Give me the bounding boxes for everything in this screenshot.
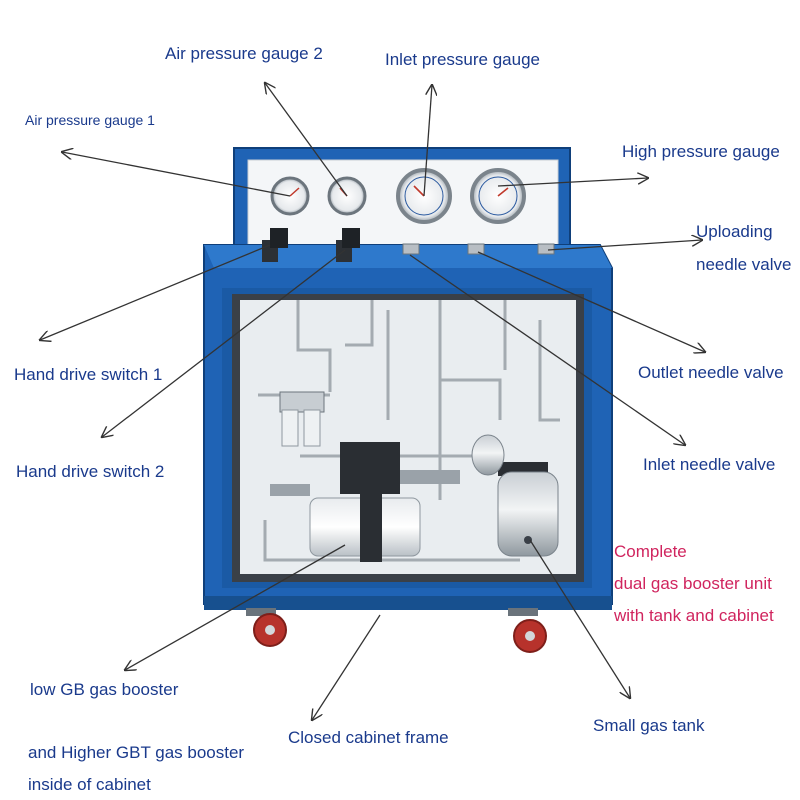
gas-booster-icons [270, 442, 460, 562]
label-uploading-needle-valve-line1: Uploading [696, 222, 773, 241]
small-gas-tank-icon [471, 434, 559, 557]
label-low-gb-booster: low GB gas booster [30, 680, 179, 699]
label-air-pressure-gauge-1: Air pressure gauge 1 [25, 112, 155, 128]
hand-drive-switch-1-icon [262, 228, 288, 262]
label-higher-gbt-line1: and Higher GBT gas booster [28, 743, 245, 762]
internal-piping [258, 300, 560, 562]
label-complete-line3: with tank and cabinet [614, 606, 774, 625]
air-filter-icon [279, 391, 325, 447]
label-small-gas-tank: Small gas tank [593, 716, 705, 735]
label-higher-gbt-line2: inside of cabinet [28, 775, 151, 794]
high-pressure-gauge-icon [470, 168, 526, 224]
label-uploading-needle-valve-line2: needle valve [696, 255, 792, 274]
label-outlet-needle-valve: Outlet needle valve [638, 363, 784, 382]
label-hand-drive-switch-2: Hand drive switch 2 [16, 462, 165, 481]
label-complete-line1: Complete [614, 542, 687, 561]
label-closed-cabinet-frame: Closed cabinet frame [288, 728, 449, 747]
label-inlet-needle-valve: Inlet needle valve [643, 455, 776, 474]
annotation-arrows [40, 83, 705, 720]
label-hand-drive-switch-1: Hand drive switch 1 [14, 365, 163, 384]
label-complete-line2: dual gas booster unit [614, 574, 772, 593]
label-inlet-pressure-gauge: Inlet pressure gauge [385, 50, 540, 69]
caster-wheels [246, 608, 547, 653]
label-high-pressure-gauge: High pressure gauge [622, 142, 780, 161]
needle-valve-icons [402, 243, 555, 255]
label-air-pressure-gauge-2: Air pressure gauge 2 [165, 44, 323, 63]
